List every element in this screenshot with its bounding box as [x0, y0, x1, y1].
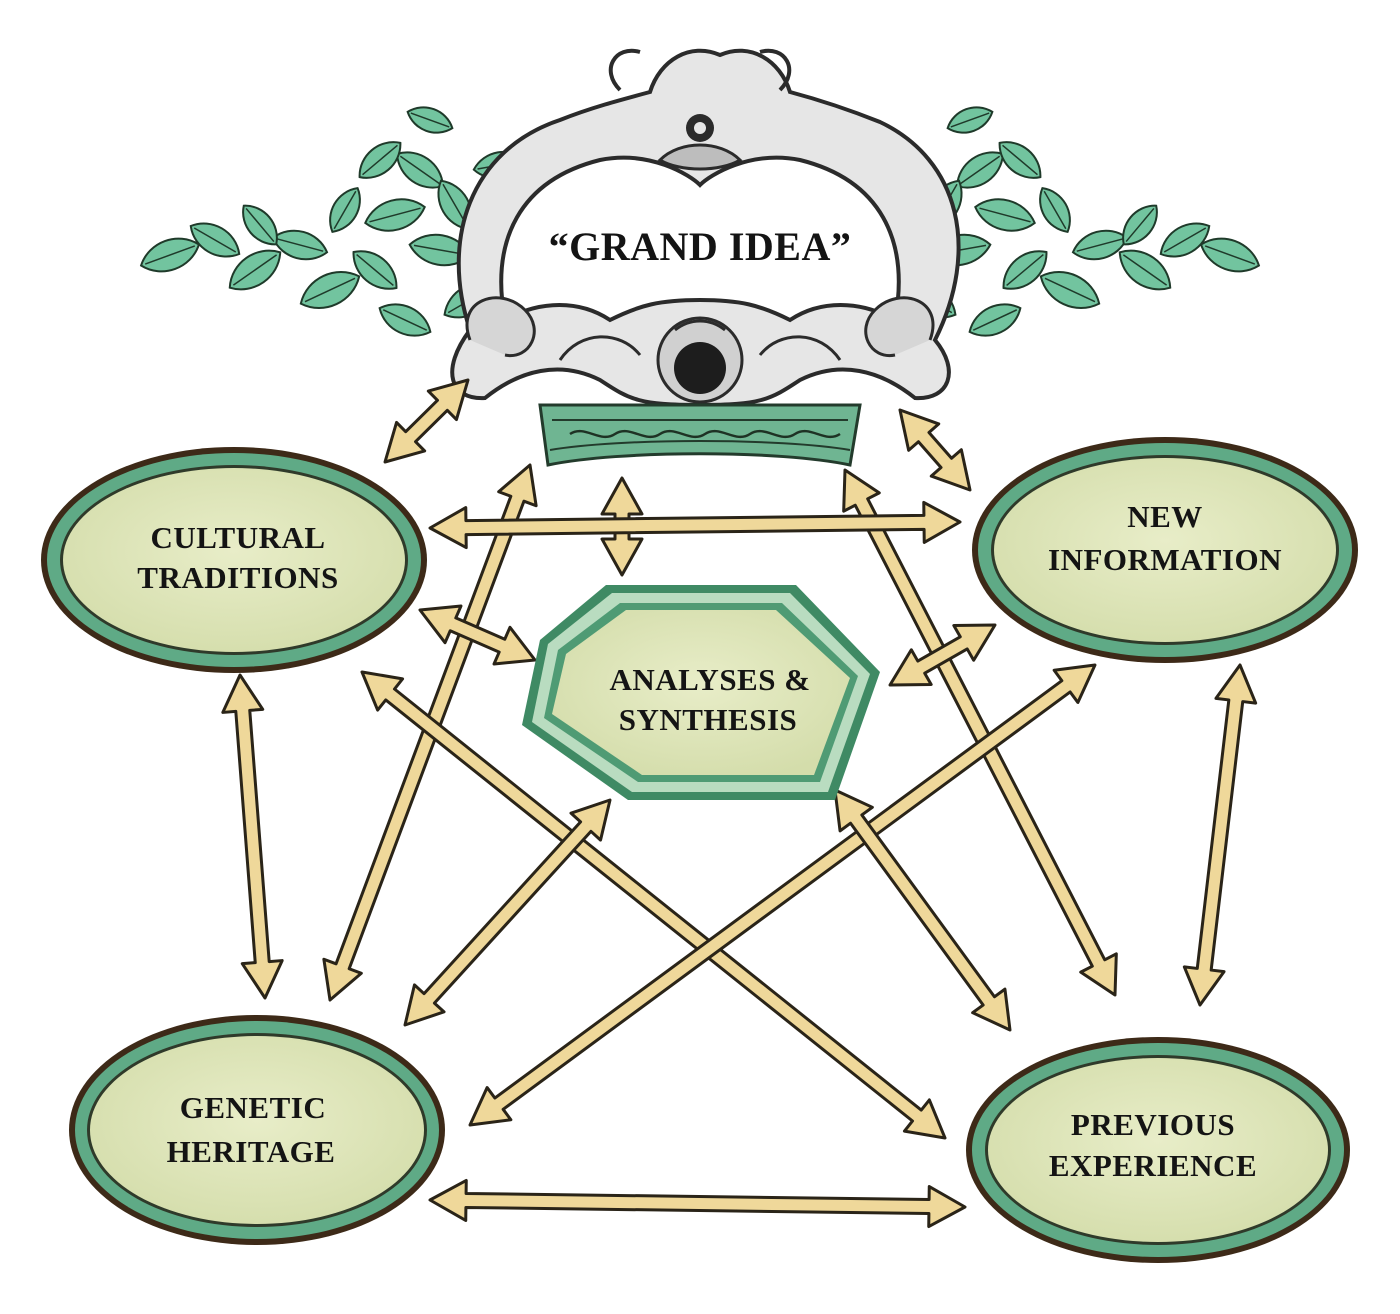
node-analyses-synthesis: ANALYSES & SYNTHESIS: [522, 585, 880, 800]
leaf-icon-vein: [1043, 190, 1067, 230]
leaf-icon-vein: [972, 309, 1018, 331]
leaf-icon-vein: [362, 144, 398, 176]
arrow-grand-idea-previous-experience: [842, 468, 1118, 997]
leaf-icon-vein: [399, 155, 441, 185]
leaf-icon-vein: [333, 190, 357, 230]
leaf-garland-left: [139, 106, 528, 337]
arrow-new-information-genetic-heritage: [468, 663, 1097, 1127]
node-new-information: NEW INFORMATION: [972, 437, 1358, 663]
leaf-icon-vein: [193, 227, 237, 253]
arrow-new-information-analyses-synthesis: [888, 623, 997, 687]
ornamental-frame: [450, 48, 961, 408]
arrow-grand-idea-new-information: [898, 408, 972, 492]
leaf-icon-vein: [1006, 253, 1044, 287]
leaf-icon-vein: [144, 245, 196, 265]
node-cultural-traditions: CULTURAL TRADITIONS: [41, 447, 427, 673]
node-previous-experience: PREVIOUS EXPERIENCE: [966, 1037, 1350, 1263]
leaf-icon-vein: [382, 309, 428, 331]
leaf-icon-vein: [410, 112, 450, 128]
cultural-traditions-line2: TRADITIONS: [137, 560, 338, 595]
leaf-icon-vein: [1122, 254, 1168, 286]
analyses-synthesis-line1: ANALYSES &: [609, 662, 810, 697]
leaf-icon-vein: [1163, 227, 1207, 253]
leaf-icon-vein: [959, 155, 1001, 185]
arrow-analyses-synthesis-genetic-heritage: [403, 798, 612, 1027]
leaf-icon-vein: [1044, 277, 1096, 303]
analyses-synthesis-line2: SYNTHESIS: [619, 702, 798, 737]
cultural-traditions-line1: CULTURAL: [150, 520, 325, 555]
leaf-icon-vein: [1125, 207, 1155, 243]
arrow-cultural-traditions-previous-experience: [221, 673, 284, 1000]
leaf-icon-vein: [1002, 144, 1038, 176]
grand-idea-title: “GRAND IDEA”: [549, 224, 852, 269]
leaf-icon-vein: [1204, 245, 1256, 265]
arrow-cultural-traditions-genetic-heritage: [360, 670, 947, 1140]
previous-experience-line1: PREVIOUS: [1071, 1107, 1235, 1142]
new-information-line2: INFORMATION: [1048, 542, 1282, 577]
arrow-genetic-heritage-previous-experience: [428, 1178, 967, 1229]
genetic-heritage-line2: HERITAGE: [167, 1134, 336, 1169]
arrow-new-information-previous-experience: [1182, 663, 1258, 1007]
previous-experience-line2: EXPERIENCE: [1049, 1148, 1257, 1183]
arrow-analyses-synthesis-previous-experience: [833, 788, 1012, 1032]
leaf-icon-vein: [369, 207, 421, 223]
leaf-icon-vein: [1076, 238, 1124, 252]
arrow-grand-idea-cultural-traditions: [383, 378, 470, 464]
new-information-line1: NEW: [1127, 499, 1203, 534]
arrows-layer: [221, 378, 1258, 1229]
ornamental-band: [538, 403, 862, 467]
leaf-icon-vein: [276, 238, 324, 252]
node-genetic-heritage: GENETIC HERITAGE: [69, 1015, 445, 1245]
arrow-cultural-traditions-new-information: [428, 500, 962, 550]
leaf-icon-vein: [356, 253, 394, 287]
leaf-icon-vein: [979, 207, 1031, 223]
leaf-icon-vein: [245, 207, 275, 243]
leaf-icon-vein: [304, 277, 356, 303]
arrow-cultural-traditions-analyses-synthesis: [418, 604, 537, 666]
leaf-icon-vein: [232, 254, 278, 286]
genetic-heritage-line1: GENETIC: [180, 1090, 326, 1125]
leaf-icon-vein: [950, 112, 990, 128]
